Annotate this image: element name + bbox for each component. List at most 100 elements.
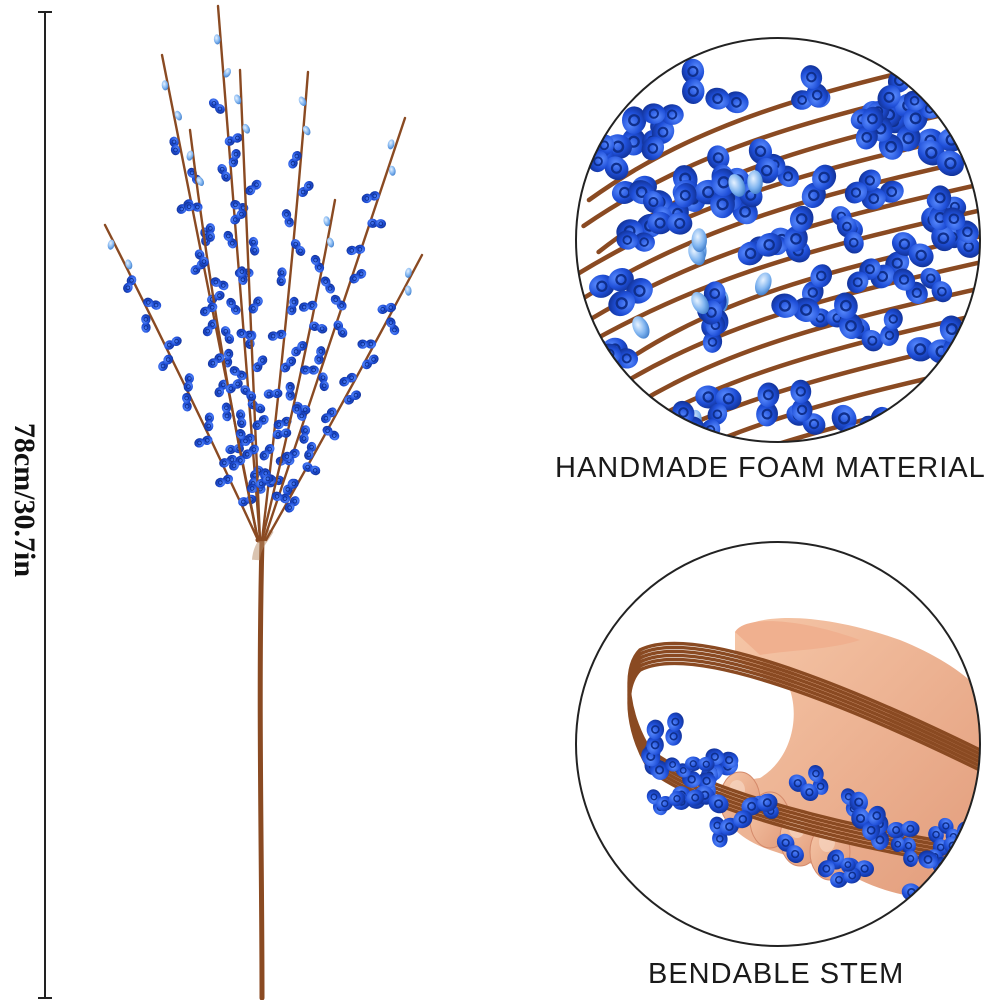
berry [158, 354, 174, 372]
berry [205, 223, 216, 242]
berry [199, 302, 218, 317]
berry [282, 478, 299, 495]
berry [801, 164, 837, 209]
berry [263, 388, 283, 399]
berry [862, 805, 886, 841]
berry [194, 435, 213, 448]
twig [238, 68, 262, 542]
bud [196, 176, 205, 186]
berry [893, 268, 928, 304]
berry [229, 366, 247, 381]
berry [855, 106, 884, 150]
berry [861, 180, 904, 210]
berry [647, 211, 693, 235]
bud [298, 96, 307, 106]
berry [880, 308, 903, 346]
bud [404, 285, 412, 296]
berry [182, 392, 192, 412]
berry [969, 415, 980, 442]
bud [234, 94, 242, 105]
berry [339, 372, 357, 387]
berry [236, 328, 255, 340]
berry [800, 65, 828, 107]
closeup-twig [594, 229, 980, 385]
berry [222, 348, 234, 368]
berry [849, 791, 870, 829]
berry [226, 297, 241, 315]
berry [956, 821, 976, 857]
berry [330, 294, 347, 311]
berry [299, 425, 311, 444]
berry [310, 254, 325, 273]
berry [220, 326, 235, 344]
berry [281, 448, 300, 462]
berry [968, 116, 980, 140]
berry [183, 202, 203, 212]
berry [344, 390, 362, 405]
berry [143, 297, 162, 310]
berry [238, 494, 257, 507]
berry [589, 268, 634, 298]
berry [959, 863, 980, 891]
berry [616, 230, 655, 252]
bud [186, 150, 194, 161]
bud [125, 259, 133, 270]
berry [271, 491, 291, 504]
berry [183, 373, 194, 392]
berry [320, 276, 335, 294]
berry [287, 296, 299, 316]
berry [285, 381, 295, 401]
bud [323, 216, 331, 227]
berry [377, 302, 397, 314]
berry [719, 810, 753, 836]
thumb [735, 621, 860, 655]
berry [737, 232, 783, 266]
berry [748, 138, 779, 184]
berry [834, 292, 863, 340]
berry [361, 191, 380, 204]
berry [320, 407, 337, 424]
berry [123, 275, 137, 293]
berry [318, 372, 329, 392]
berry [281, 209, 294, 228]
berry [207, 353, 225, 369]
bud [747, 170, 763, 195]
berry [357, 339, 377, 349]
bud [691, 228, 707, 253]
berry [891, 232, 934, 268]
berry [705, 87, 749, 114]
berry [361, 354, 379, 370]
berry [642, 103, 684, 125]
bud [174, 110, 182, 121]
berry [917, 140, 964, 177]
berry [322, 425, 340, 441]
berry [224, 133, 243, 146]
berry [646, 719, 665, 755]
twig [262, 116, 407, 542]
berry [290, 239, 306, 256]
berry [194, 249, 209, 267]
berry [695, 385, 742, 411]
berry [291, 404, 307, 421]
berry [946, 886, 971, 923]
berry [252, 414, 269, 431]
berry [169, 136, 181, 156]
berry [280, 356, 297, 373]
bud [327, 237, 335, 248]
berry [228, 149, 241, 168]
berry [248, 296, 263, 314]
berry [771, 293, 820, 322]
berry [877, 68, 911, 110]
bent-stem [627, 661, 980, 872]
dimension-label: 78cm/30.7in [8, 422, 41, 578]
berry [817, 849, 845, 878]
berry [252, 355, 268, 373]
berry [349, 269, 367, 284]
twig [188, 128, 260, 542]
dimension-ruler [38, 11, 52, 999]
berry [920, 267, 953, 303]
bud [632, 316, 650, 339]
berry [221, 402, 232, 422]
bendable-stem-circle [575, 541, 981, 947]
